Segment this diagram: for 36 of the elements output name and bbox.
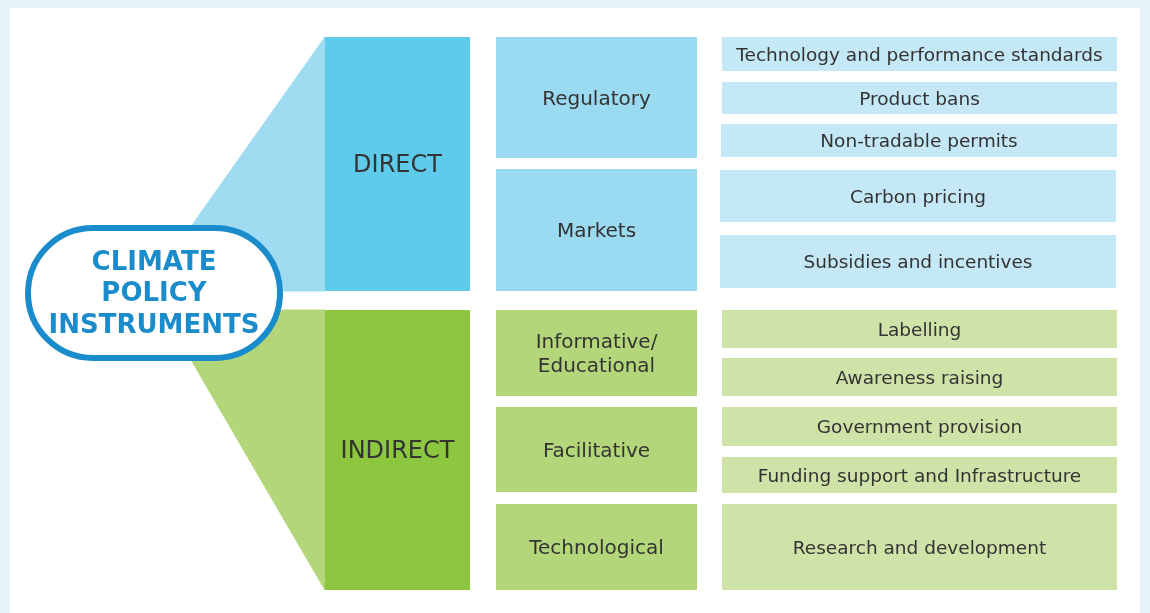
type-box [496, 407, 697, 492]
type-box [496, 310, 697, 396]
node-label: INDIRECT [340, 436, 455, 464]
instrument-box [721, 124, 1117, 157]
instrument-box [722, 358, 1117, 396]
node-label: Awareness raising [835, 366, 1004, 388]
node-label: Non-tradable permits [820, 130, 1018, 151]
instrument-box [722, 504, 1117, 590]
instrument-box [720, 170, 1116, 222]
instrument-box [722, 82, 1117, 114]
node-label: Regulatory [542, 85, 651, 110]
instrument-box [722, 457, 1117, 493]
node-label: Informative/ Educational [534, 329, 659, 377]
node-label: CLIMATE POLICY INSTRUMENTS [47, 246, 261, 340]
type-box [496, 169, 697, 291]
instrument-box [720, 235, 1116, 288]
instrument-box [722, 37, 1117, 71]
node-label: Facilitative [542, 437, 651, 462]
node-label: Technological [529, 535, 664, 559]
node-label: Product bans [859, 87, 980, 109]
node-label: DIRECT [353, 150, 442, 178]
node-label: Funding support and Infrastructure [757, 464, 1082, 486]
node-label: Government provision [816, 416, 1023, 437]
node-label: Markets [556, 218, 637, 242]
node-label: Subsidies and incentives [803, 251, 1033, 272]
fan-connector [189, 309, 326, 591]
instrument-box [722, 407, 1117, 446]
type-box [496, 504, 697, 590]
node-label: Technology and performance standards [736, 43, 1103, 65]
category-box [325, 37, 470, 291]
instrument-box [722, 310, 1117, 348]
node-label: Carbon pricing [850, 185, 986, 207]
category-box [325, 310, 470, 590]
type-box [496, 37, 697, 158]
node-label: Labelling [877, 318, 962, 340]
node-label: Research and development [792, 536, 1047, 558]
